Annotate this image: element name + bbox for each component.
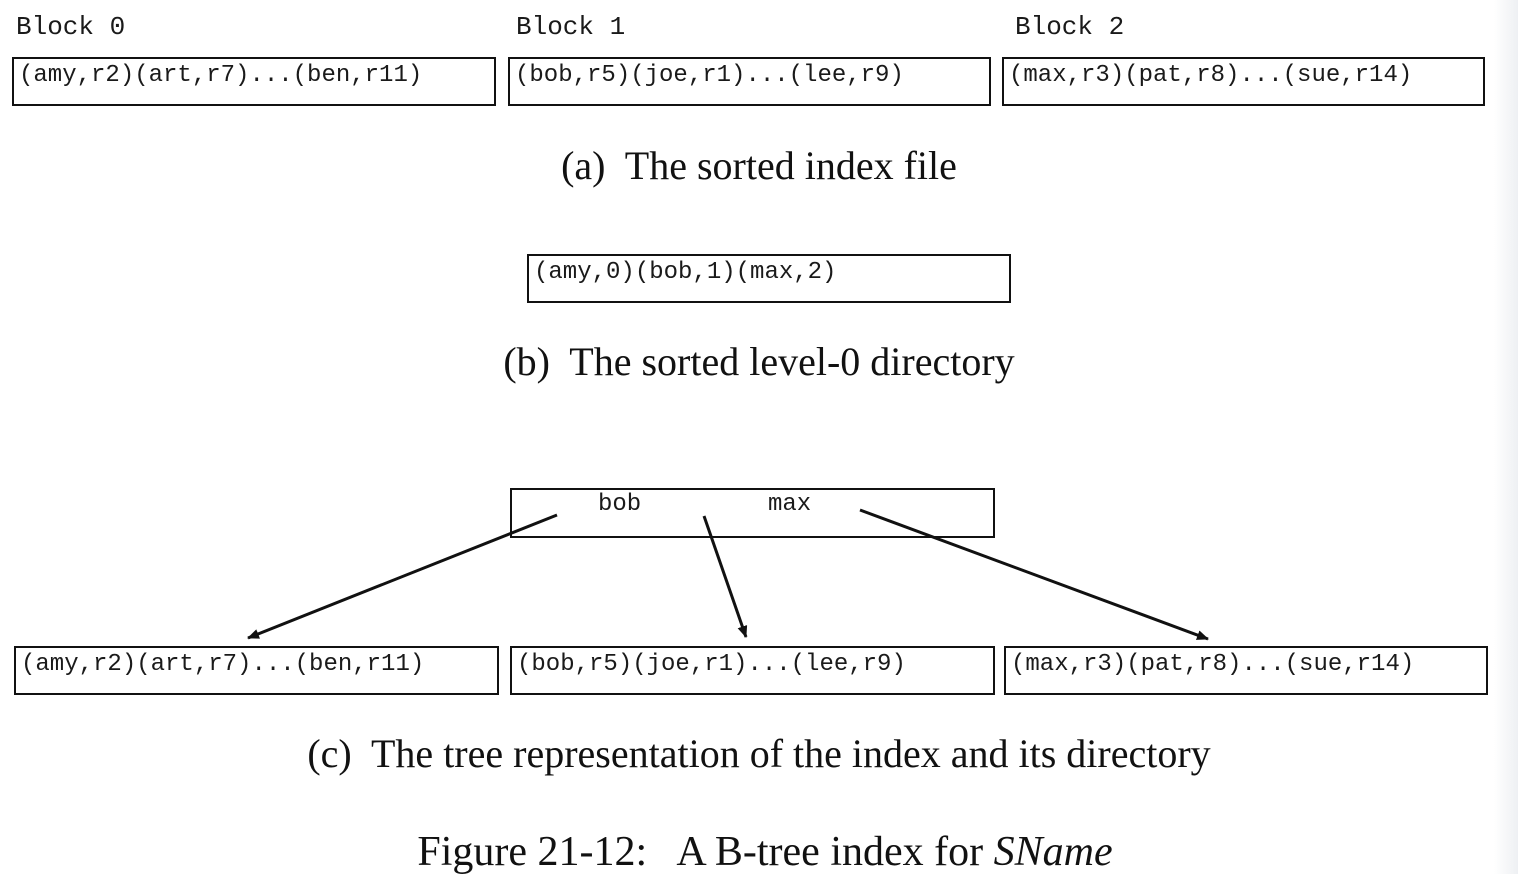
pointer-arrow-leaf-0 (247, 513, 558, 640)
block-label-2: Block 2 (1015, 12, 1125, 42)
index-block-0: (amy,r2)(art,r7)...(ben,r11) (12, 57, 496, 106)
caption-b: (b) The sorted level-0 directory (503, 339, 1015, 384)
index-block-2: (max,r3)(pat,r8)...(sue,r14) (1002, 57, 1485, 106)
figure-caption-emph: SName (993, 829, 1113, 875)
block-label-0: Block 0 (16, 12, 126, 42)
pointer-arrow-leaf-2 (859, 508, 1209, 641)
figure-caption-text: Figure 21-12: A B-tree index for (417, 829, 994, 875)
pointer-arrow-leaf-1 (702, 515, 748, 638)
caption-a: (a) The sorted index file (561, 143, 957, 188)
root-key-bob: bob (598, 491, 642, 518)
caption-c: (c) The tree representation of the index… (307, 731, 1211, 776)
page-edge-shade (1494, 0, 1518, 874)
tree-leaf-2: (max,r3)(pat,r8)...(sue,r14) (1004, 646, 1488, 695)
tree-leaf-1: (bob,r5)(joe,r1)...(lee,r9) (510, 646, 995, 695)
figure-caption: Figure 21-12: A B-tree index for SName (0, 828, 1518, 876)
index-block-1: (bob,r5)(joe,r1)...(lee,r9) (508, 57, 991, 106)
tree-leaf-0: (amy,r2)(art,r7)...(ben,r11) (14, 646, 499, 695)
root-key-max: max (768, 491, 812, 518)
block-label-1: Block 1 (516, 12, 626, 42)
directory-block: (amy,0)(bob,1)(max,2) (527, 254, 1011, 303)
